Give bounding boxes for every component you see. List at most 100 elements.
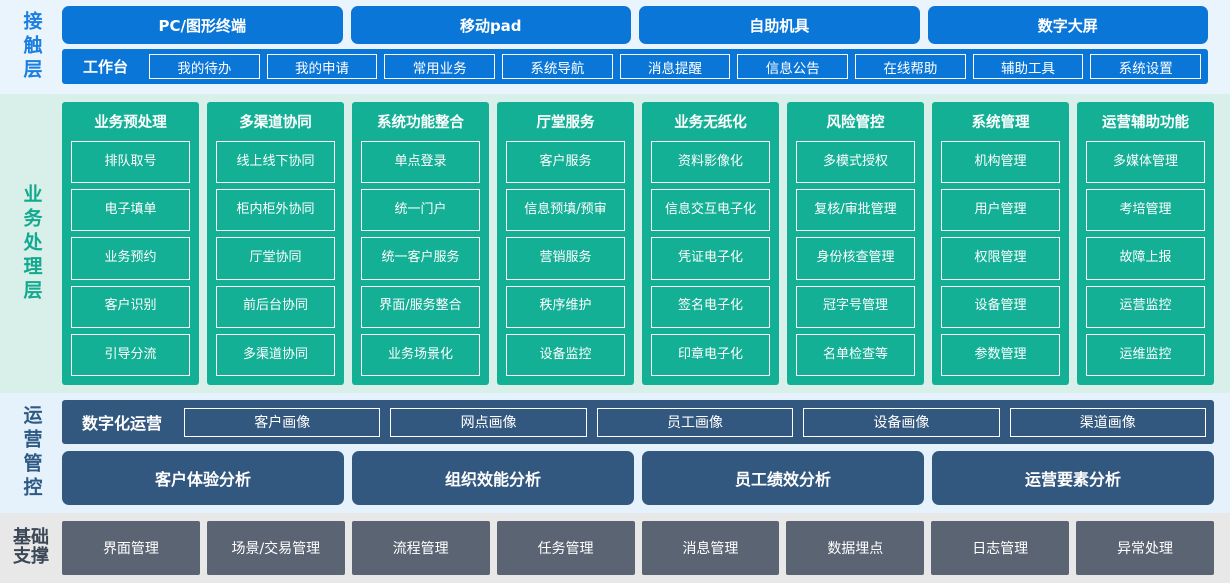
business-layer-label: 业务处理层 [0,102,62,385]
business-item[interactable]: 凭证电子化 [651,237,770,280]
nav-item-my-todo[interactable]: 我的待办 [149,54,260,79]
business-item[interactable]: 资料影像化 [651,141,770,184]
channel-self-service[interactable]: 自助机具 [639,6,920,44]
business-item[interactable]: 统一门户 [361,189,480,232]
business-item[interactable]: 前后台协同 [216,285,335,328]
foundation-layer-body: 界面管理 场景/交易管理 流程管理 任务管理 消息管理 数据埋点 日志管理 异常… [62,521,1214,575]
foundation-log-management[interactable]: 日志管理 [931,521,1070,575]
nav-item-system-navigation[interactable]: 系统导航 [502,54,613,79]
business-item[interactable]: 客户服务 [506,141,625,184]
business-column-multichannel: 多渠道协同 线上线下协同 柜内柜外协同 厅堂协同 前后台协同 多渠道协同 [207,102,344,385]
analysis-operation-factors[interactable]: 运营要素分析 [932,451,1214,505]
column-title: 业务无纸化 [674,115,747,131]
profile-customer[interactable]: 客户画像 [184,407,381,437]
nav-item-auxiliary-tools[interactable]: 辅助工具 [972,54,1084,79]
business-item[interactable]: 复核/审批管理 [796,189,915,232]
operations-layer-label: 运营管控 [0,400,62,505]
channel-pc[interactable]: PC/图形终端 [62,6,343,44]
business-item[interactable]: 秩序维护 [506,285,625,328]
workbench-title: 工作台 [83,58,129,76]
profile-channel[interactable]: 渠道画像 [1009,407,1206,437]
business-layer: 业务处理层 业务预处理 排队取号 电子填单 业务预约 客户识别 引导分流 多渠道… [0,94,1230,393]
nav-item-announcement[interactable]: 信息公告 [737,54,849,79]
business-item[interactable]: 线上线下协同 [216,141,335,184]
business-item[interactable]: 多模式授权 [796,141,915,184]
business-item[interactable]: 用户管理 [941,189,1060,232]
business-item[interactable]: 名单检查等 [796,333,915,377]
business-item[interactable]: 签名电子化 [651,285,770,328]
business-item[interactable]: 统一客户服务 [361,237,480,280]
business-item[interactable]: 身份核查管理 [796,237,915,280]
business-item[interactable]: 业务场景化 [361,333,480,377]
business-item[interactable]: 电子填单 [71,189,190,232]
business-column-operation-support: 运营辅助功能 多媒体管理 考培管理 故障上报 运营监控 运维监控 [1077,102,1214,385]
contact-layer-label: 接触层 [0,6,62,88]
foundation-ui-management[interactable]: 界面管理 [62,521,200,575]
nav-item-message-reminder[interactable]: 消息提醒 [619,54,731,79]
foundation-exception-handling[interactable]: 异常处理 [1076,521,1214,575]
business-item[interactable]: 印章电子化 [651,333,770,377]
business-item[interactable]: 排队取号 [71,141,190,184]
business-item[interactable]: 厅堂协同 [216,237,335,280]
business-item[interactable]: 界面/服务整合 [361,285,480,328]
business-item[interactable]: 运维监控 [1086,333,1205,377]
business-item[interactable]: 运营监控 [1086,285,1205,328]
analysis-employee-performance[interactable]: 员工绩效分析 [642,451,924,505]
foundation-scenario-transaction-management[interactable]: 场景/交易管理 [206,521,345,575]
foundation-task-management[interactable]: 任务管理 [496,521,635,575]
business-item[interactable]: 客户识别 [71,285,190,328]
operations-layer-label-text: 运营管控 [20,404,43,501]
column-title: 业务预处理 [94,115,167,131]
profile-branch[interactable]: 网点画像 [390,407,587,437]
business-item[interactable]: 故障上报 [1086,237,1205,280]
analysis-customer-experience[interactable]: 客户体验分析 [62,451,344,505]
business-column-risk-control: 风险管控 多模式授权 复核/审批管理 身份核查管理 冠字号管理 名单检查等 [787,102,924,385]
business-layer-body: 业务预处理 排队取号 电子填单 业务预约 客户识别 引导分流 多渠道协同 线上线… [62,102,1214,385]
business-item[interactable]: 冠字号管理 [796,285,915,328]
channel-row: PC/图形终端 移动pad 自助机具 数字大屏 [62,6,1208,44]
business-item[interactable]: 营销服务 [506,237,625,280]
business-item[interactable]: 机构管理 [941,141,1060,184]
analysis-organization-efficiency[interactable]: 组织效能分析 [352,451,634,505]
business-item[interactable]: 设备管理 [941,285,1060,328]
business-item[interactable]: 考培管理 [1086,189,1205,232]
nav-item-system-settings[interactable]: 系统设置 [1090,54,1202,79]
channel-mobile-pad[interactable]: 移动pad [350,6,631,44]
business-item[interactable]: 设备监控 [506,333,625,377]
business-item[interactable]: 柜内柜外协同 [216,189,335,232]
foundation-process-management[interactable]: 流程管理 [351,521,490,575]
foundation-layer-label: 基础支撑 [0,521,62,575]
business-column-lobby-service: 厅堂服务 客户服务 信息预填/预审 营销服务 秩序维护 设备监控 [497,102,634,385]
nav-item-common-business[interactable]: 常用业务 [384,54,496,79]
channel-digital-screen[interactable]: 数字大屏 [927,6,1208,44]
column-title: 厅堂服务 [536,115,595,131]
business-item[interactable]: 单点登录 [361,141,480,184]
foundation-data-tracking[interactable]: 数据埋点 [786,521,925,575]
business-column-paperless: 业务无纸化 资料影像化 信息交互电子化 凭证电子化 签名电子化 印章电子化 [642,102,779,385]
business-item[interactable]: 权限管理 [941,237,1060,280]
foundation-message-management[interactable]: 消息管理 [641,521,780,575]
column-title: 多渠道协同 [239,115,312,131]
nav-item-my-application[interactable]: 我的申请 [266,54,378,79]
business-item[interactable]: 信息交互电子化 [651,189,770,232]
profile-device[interactable]: 设备画像 [803,407,1000,437]
digital-operations-title: 数字化运营 [82,414,163,433]
profile-employee[interactable]: 员工画像 [596,407,794,437]
business-item[interactable]: 引导分流 [71,333,190,377]
business-column-system-integration: 系统功能整合 单点登录 统一门户 统一客户服务 界面/服务整合 业务场景化 [352,102,489,385]
contact-layer-label-text: 接触层 [20,11,43,83]
business-item[interactable]: 多渠道协同 [216,333,335,377]
business-item[interactable]: 参数管理 [941,333,1060,377]
column-title: 系统管理 [971,115,1030,131]
business-item[interactable]: 信息预填/预审 [506,189,625,232]
foundation-layer: 基础支撑 界面管理 场景/交易管理 流程管理 任务管理 消息管理 数据埋点 日志… [0,513,1230,583]
business-item[interactable]: 业务预约 [71,237,190,280]
nav-item-online-help[interactable]: 在线帮助 [855,54,966,79]
contact-layer: 接触层 PC/图形终端 移动pad 自助机具 数字大屏 工作台 我的待办 我的申… [0,0,1230,94]
contact-layer-body: PC/图形终端 移动pad 自助机具 数字大屏 工作台 我的待办 我的申请 常用… [62,6,1208,88]
business-item[interactable]: 多媒体管理 [1086,141,1205,184]
operations-layer: 运营管控 数字化运营 客户画像 网点画像 员工画像 设备画像 渠道画像 客户体验… [0,393,1230,513]
foundation-layer-label-text: 基础支撑 [13,527,49,567]
column-title: 系统功能整合 [377,115,464,131]
